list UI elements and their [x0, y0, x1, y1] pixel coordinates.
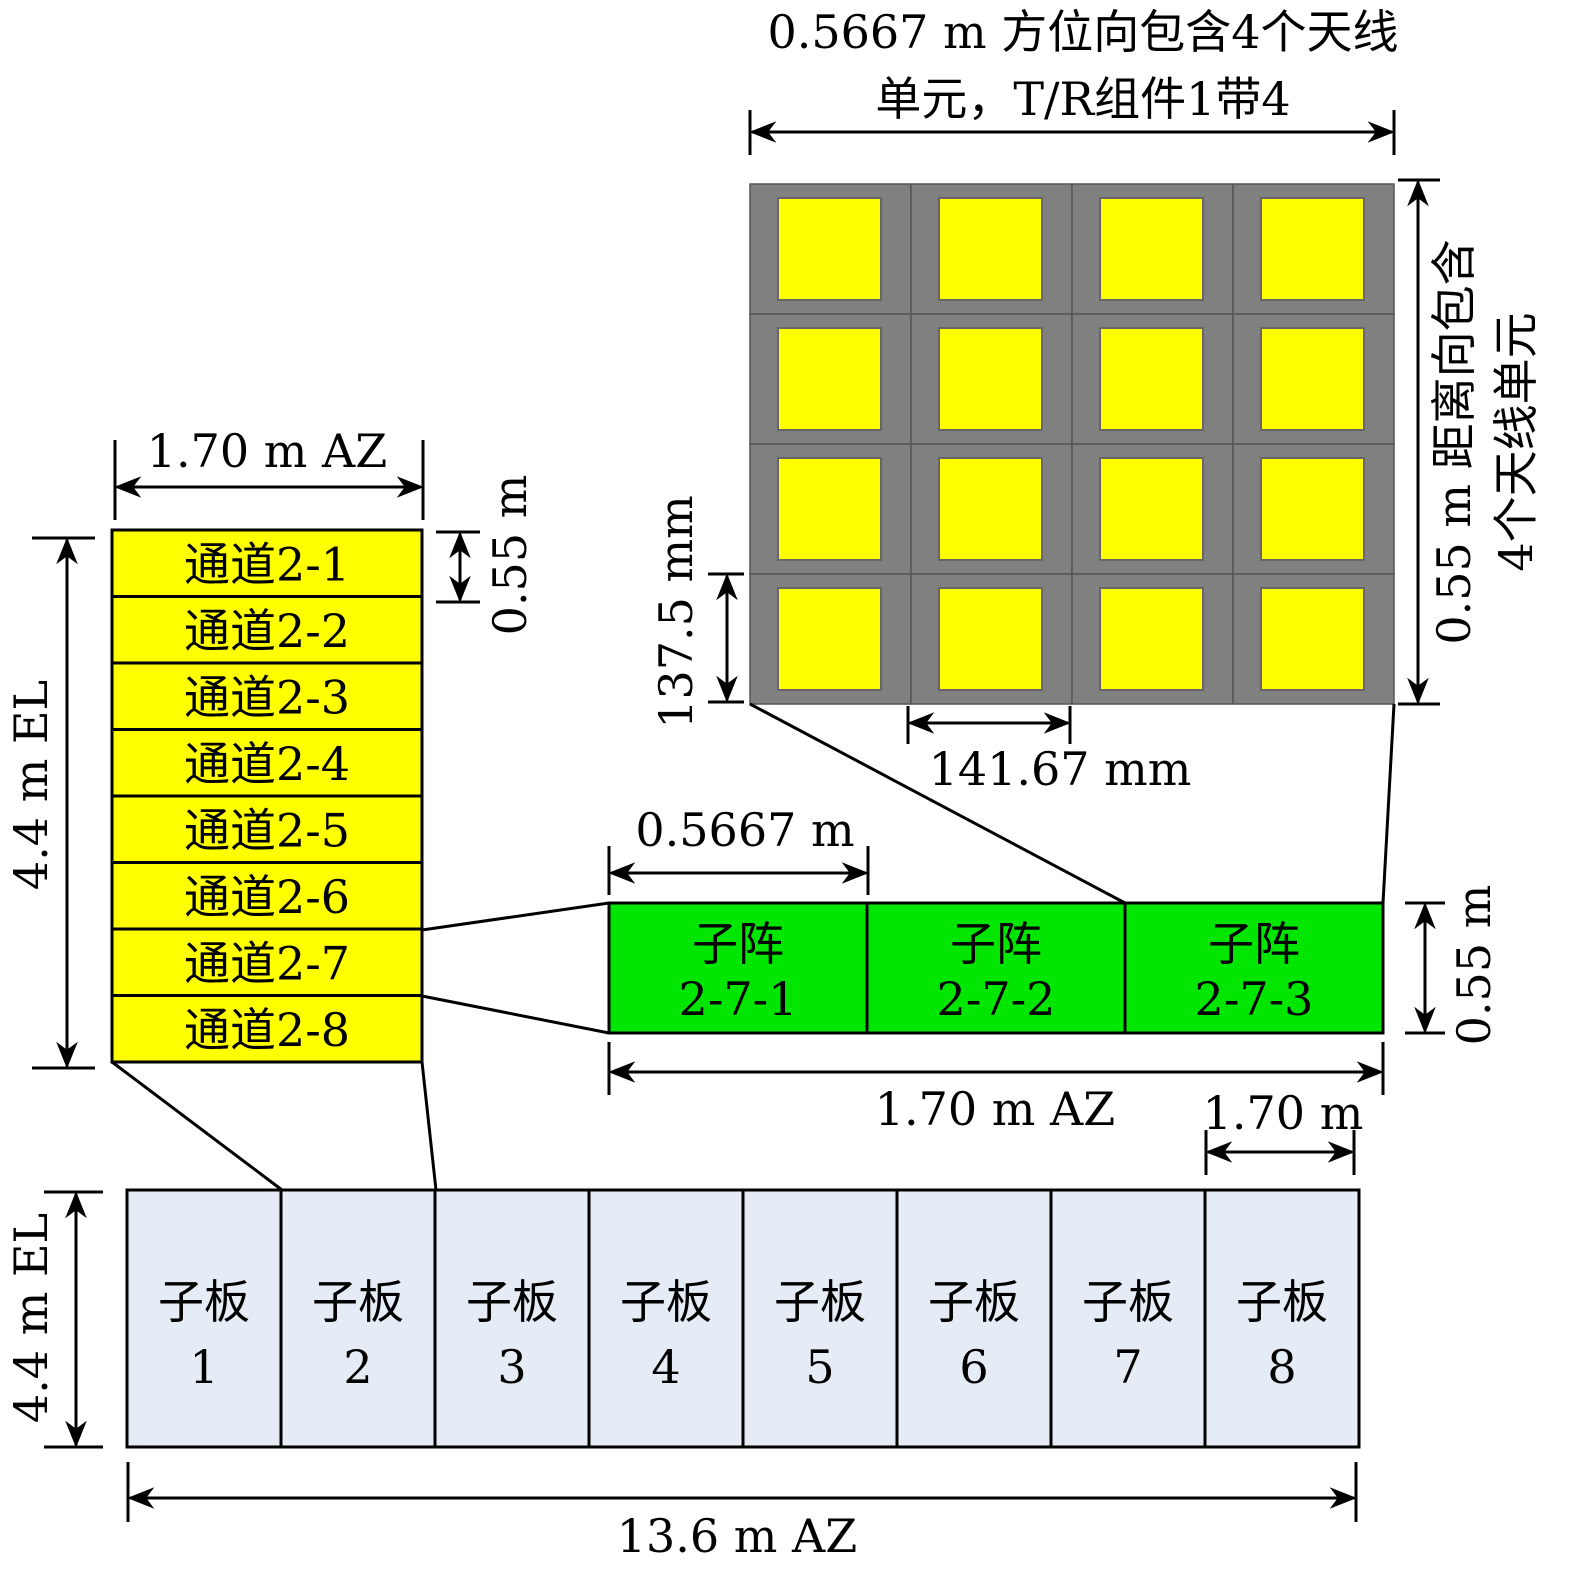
antenna-element	[938, 457, 1043, 561]
channel-row	[110, 994, 424, 1064]
right-label-line1: 0.55 m 距离向包含	[1427, 239, 1481, 644]
channel-width-dimension	[113, 440, 425, 520]
subarray-label: 子阵	[1208, 917, 1300, 971]
connector-lines	[111, 702, 1396, 1192]
top-dimension	[748, 110, 1396, 155]
channel-row	[110, 861, 424, 931]
channel-column: 通道2-1 通道2-2 通道2-3 通道2-4 通道2-5 通道2-6 通道2-7 通道2-8	[110, 528, 424, 1064]
antenna-element	[1099, 327, 1204, 431]
channel-row	[110, 728, 424, 798]
antenna-element	[1260, 457, 1365, 561]
antenna-element	[1099, 197, 1204, 301]
channel-label: 通道2-3	[184, 670, 350, 724]
board-number: 5	[805, 1340, 834, 1394]
antenna-element	[777, 197, 882, 301]
board-number: 4	[651, 1340, 680, 1394]
board-number: 8	[1267, 1340, 1296, 1394]
antenna-element	[938, 587, 1043, 691]
board-label: 子板	[1236, 1275, 1328, 1329]
board-label: 子板	[620, 1275, 712, 1329]
board-width-dimension	[1204, 1130, 1356, 1175]
board-block	[1203, 1188, 1361, 1449]
board-label: 子板	[158, 1275, 250, 1329]
antenna-element	[1099, 457, 1204, 561]
channel-row	[110, 661, 424, 731]
antenna-element	[1260, 587, 1365, 691]
antenna-element	[777, 457, 882, 561]
antenna-element	[938, 327, 1043, 431]
right-label-line2: 4个天线单元	[1489, 312, 1543, 571]
board-number: 2	[343, 1340, 372, 1394]
board-total-dimension	[126, 1462, 1358, 1522]
board-block	[587, 1188, 745, 1449]
element-width-dimension	[906, 706, 1072, 744]
board-block	[125, 1188, 283, 1449]
antenna-element	[1260, 197, 1365, 301]
board-label: 子板	[1082, 1275, 1174, 1329]
element-height-label: 137.5 mm	[649, 495, 703, 729]
antenna-element	[777, 327, 882, 431]
subarray-id: 2-7-3	[1195, 972, 1314, 1026]
channel-label: 通道2-6	[184, 870, 350, 924]
board-height-label: 4.4 m EL	[4, 1213, 58, 1423]
channel-label: 通道2-4	[184, 737, 350, 791]
board-label: 子板	[466, 1275, 558, 1329]
board-block	[279, 1188, 437, 1449]
subarray-width-dimension	[607, 846, 870, 895]
top-label-line2: 单元，T/R组件1带4	[875, 72, 1290, 126]
board-height-dimension	[44, 1190, 103, 1449]
board-number: 7	[1113, 1340, 1142, 1394]
subarray-id: 2-7-1	[679, 972, 798, 1026]
board-block	[741, 1188, 899, 1449]
channel-total-dimension	[32, 536, 95, 1070]
antenna-element	[1260, 327, 1365, 431]
board-number: 6	[959, 1340, 988, 1394]
board-block	[1049, 1188, 1207, 1449]
channel-label: 通道2-5	[184, 803, 350, 857]
channel-height-label: 0.55 m	[483, 475, 537, 636]
board-row: 子板 1 子板 2 子板 3 子板 4 子板 5 子板 6 子板 7 子板 8	[125, 1188, 1361, 1449]
subarray-height-label: 0.55 m	[1447, 885, 1501, 1046]
channel-row	[110, 595, 424, 665]
grid-height-dimension	[1398, 178, 1440, 706]
channel-label: 通道2-8	[184, 1003, 350, 1057]
board-label: 子板	[312, 1275, 404, 1329]
board-number: 3	[497, 1340, 526, 1394]
antenna-element	[1099, 587, 1204, 691]
board-number: 1	[189, 1340, 218, 1394]
top-label-line1: 0.5667 m 方位向包含4个天线	[767, 5, 1398, 59]
subarray-block	[607, 901, 869, 1035]
board-width-label: 1.70 m	[1203, 1086, 1364, 1140]
subarray-total-label: 1.70 m AZ	[875, 1082, 1115, 1136]
board-total-label: 13.6 m AZ	[617, 1509, 857, 1563]
channel-width-label: 1.70 m AZ	[147, 424, 387, 478]
board-label: 子板	[928, 1275, 1020, 1329]
board-block	[433, 1188, 591, 1449]
board-label: 子板	[774, 1275, 866, 1329]
channel-height-dimension	[436, 530, 480, 604]
subarray-block	[1123, 901, 1385, 1035]
subarray-total-dimension	[607, 1042, 1385, 1095]
channel-label: 通道2-7	[184, 936, 350, 990]
subarray-id: 2-7-2	[937, 972, 1056, 1026]
board-block	[895, 1188, 1053, 1449]
element-height-dimension	[708, 572, 744, 704]
channel-label: 通道2-2	[184, 604, 350, 658]
element-grid	[749, 183, 1395, 705]
channel-total-label: 4.4 m EL	[4, 680, 58, 890]
subarray-label: 子阵	[692, 917, 784, 971]
subarray-width-label: 0.5667 m	[635, 803, 854, 857]
channel-label: 通道2-1	[184, 537, 350, 591]
antenna-element	[938, 197, 1043, 301]
antenna-element	[777, 587, 882, 691]
channel-row	[110, 528, 424, 598]
subarray-height-dimension	[1405, 901, 1445, 1035]
subarray-label: 子阵	[950, 917, 1042, 971]
element-width-label: 141.67 mm	[929, 742, 1192, 796]
